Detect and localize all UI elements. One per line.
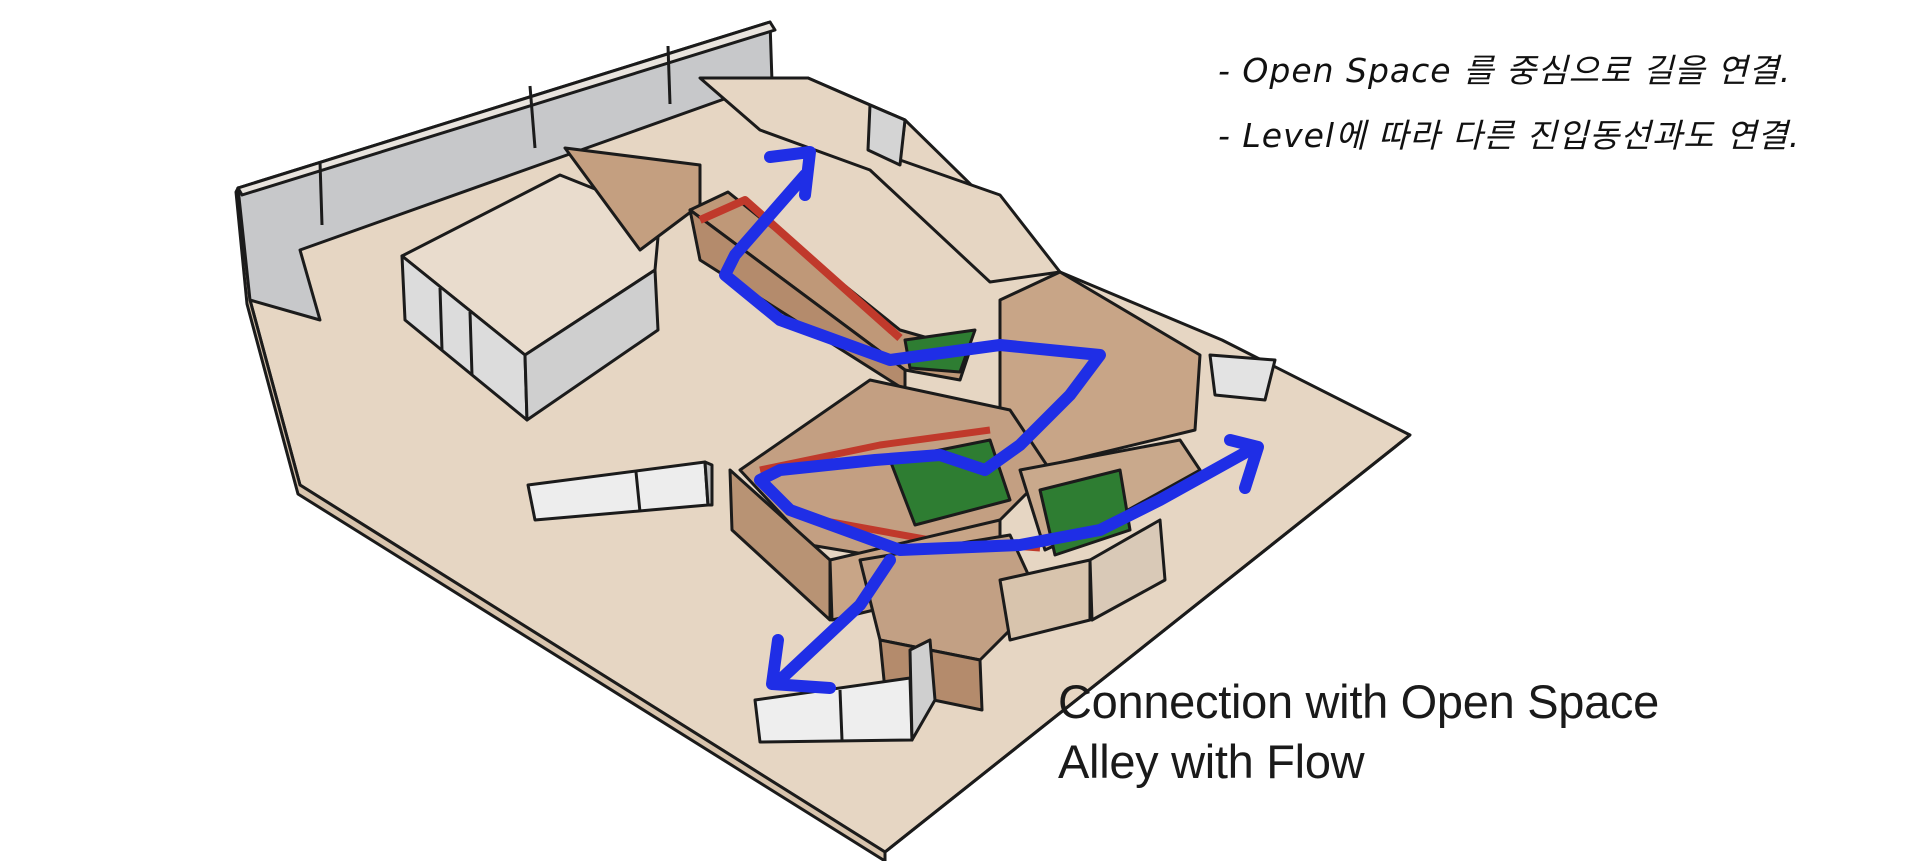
flow-arrows bbox=[719, 146, 1264, 694]
low-walls bbox=[526, 353, 1277, 744]
upper-terrace bbox=[400, 173, 662, 422]
note-line-1: - Open Space 를 중심으로 길을 연결. bbox=[1218, 51, 1792, 90]
handwritten-notes: - Open Space 를 중심으로 길을 연결. - Level에 따라 다… bbox=[1218, 38, 1800, 168]
caption-line-2: Alley with Flow bbox=[1058, 735, 1365, 788]
upper-right-block bbox=[698, 76, 1062, 284]
diagram-caption: Connection with Open Space Alley with Fl… bbox=[1058, 672, 1659, 792]
back-wall bbox=[236, 20, 777, 322]
note-line-2: - Level에 따라 다른 진입동선과도 연결. bbox=[1218, 116, 1801, 155]
caption-line-1: Connection with Open Space bbox=[1058, 675, 1659, 728]
